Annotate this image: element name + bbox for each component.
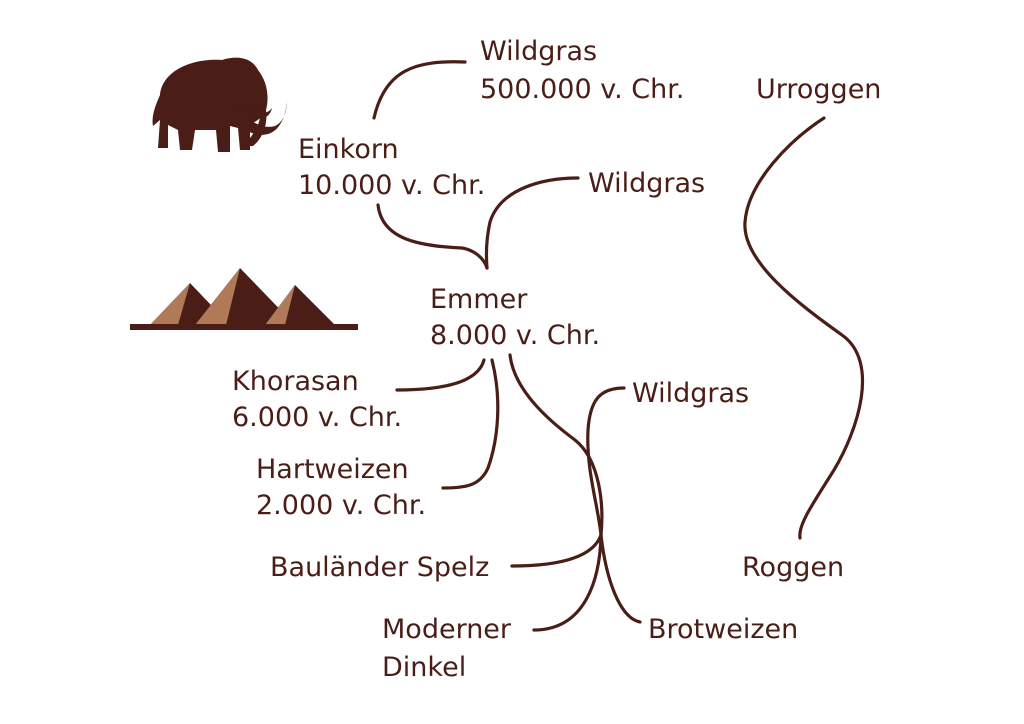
line-urroggen-to-roggen: [743, 116, 865, 540]
mammoth-body: [152, 57, 268, 152]
pyramid-right-light: [265, 285, 295, 325]
wildgras-low-label: Wildgras: [632, 378, 749, 409]
mammoth-tusk: [232, 98, 287, 135]
hartweizen-label: Hartweizen: [256, 454, 409, 485]
roggen-label: Roggen: [742, 552, 844, 583]
wildgras-top-date: 500.000 v. Chr.: [480, 74, 684, 105]
line-wildgras-low-to-brotweizen: [586, 386, 626, 537]
pyramids-icon: [130, 268, 358, 330]
emmer-label: Emmer: [430, 284, 528, 315]
hartweizen-date: 2.000 v. Chr.: [256, 490, 426, 521]
line-to-moderner-dinkel: [532, 533, 603, 632]
khorasan-date: 6.000 v. Chr.: [232, 402, 402, 433]
line-emmer-to-hartweizen: [441, 358, 500, 490]
mammoth-tusk-2: [244, 106, 272, 119]
line-emmer-to-brotweizen: [508, 353, 604, 537]
line-wildgras-top-to-einkorn: [372, 60, 467, 120]
line-emmer-to-khorasan: [395, 358, 486, 392]
wildgras-top-label: Wildgras: [480, 36, 597, 67]
baulaender-spelz-label: Bauländer Spelz: [270, 552, 489, 583]
line-wildgras-mid-to-emmer: [484, 176, 580, 270]
einkorn-date: 10.000 v. Chr.: [298, 170, 485, 201]
emmer-date: 8.000 v. Chr.: [430, 320, 600, 351]
line-einkorn-to-emmer: [376, 203, 489, 270]
pyramid-left-light: [150, 283, 190, 325]
urroggen-label: Urroggen: [756, 74, 881, 105]
moderner-dinkel-label-2: Dinkel: [382, 652, 466, 683]
khorasan-label: Khorasan: [232, 366, 359, 397]
connector-lines: [372, 60, 865, 632]
pyramid-center-light: [195, 268, 240, 325]
wildgras-mid-label: Wildgras: [588, 168, 705, 199]
einkorn-label: Einkorn: [298, 134, 399, 165]
line-to-baulaender-spelz: [510, 533, 603, 568]
line-to-brotweizen: [599, 533, 642, 624]
moderner-dinkel-label: Moderner: [382, 614, 512, 645]
mammoth-icon: [152, 57, 287, 152]
brotweizen-label: Brotweizen: [648, 614, 798, 645]
node-labels: Wildgras 500.000 v. Chr. Einkorn 10.000 …: [232, 36, 881, 683]
pyramids-ground: [130, 324, 358, 330]
